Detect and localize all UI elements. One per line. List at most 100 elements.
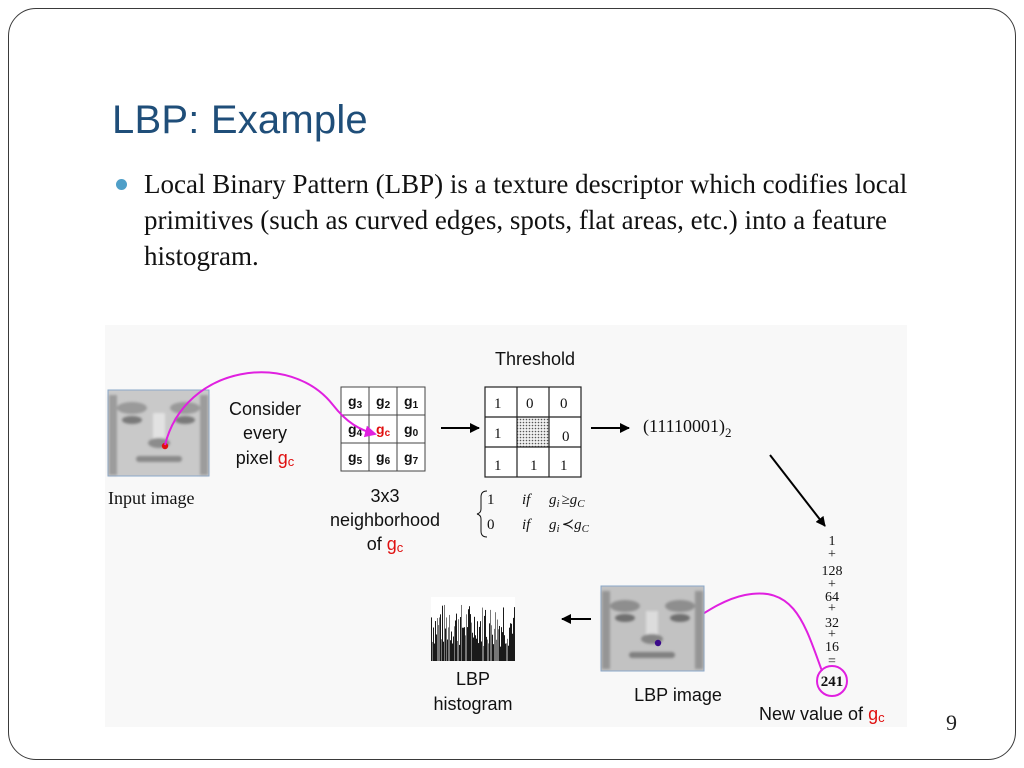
neighborhood-caption-3: of gc (367, 534, 404, 555)
histogram-bar (491, 625, 492, 661)
histogram-bar (453, 636, 454, 661)
histogram-bar (482, 607, 483, 661)
neighborhood-caption-2: neighborhood (330, 510, 440, 530)
histogram-bar (460, 617, 461, 661)
lbp-figure: Input image Consider every pixel gc g3 g… (105, 325, 907, 727)
histogram-bar (475, 635, 476, 661)
sum-item-8: 16 (825, 640, 839, 655)
histogram-bar (498, 629, 499, 661)
lbp-diagram: Input image Consider every pixel gc g3 g… (107, 349, 885, 725)
result-circle (816, 665, 848, 697)
histogram-bar (457, 641, 458, 661)
neighborhood-caption: 3x3 neighborhood of gc (330, 486, 440, 555)
threshold-cell-5: 0 (562, 429, 570, 445)
neighborhood-caption-1: 3x3 (370, 486, 399, 506)
histogram-bar (495, 612, 496, 661)
histogram-bar (510, 623, 511, 661)
histogram-bar (459, 644, 460, 661)
histogram-bar (493, 644, 494, 661)
histogram-bar (485, 609, 486, 661)
neighbor-cell-g0: g0 (404, 421, 419, 439)
histogram-bar (477, 621, 478, 661)
sum-item-1: + (828, 547, 836, 562)
neighbor-cell-g2: g2 (376, 393, 391, 411)
histogram-bar (502, 632, 503, 661)
sum-item-0: 1 (829, 534, 836, 549)
bullet-dot (116, 179, 127, 190)
histogram-bar (458, 619, 459, 661)
histogram-bar (480, 621, 481, 661)
histogram-bar (473, 637, 474, 661)
arrow-to-sum (769, 454, 826, 527)
histogram-bar (472, 632, 473, 661)
histogram-bar (435, 621, 436, 661)
histogram-bar (445, 628, 446, 661)
sum-item-7: + (828, 627, 836, 642)
page-number: 9 (946, 710, 957, 735)
histogram-bar (438, 625, 439, 661)
histogram-bar (443, 641, 444, 661)
histogram-bar (505, 643, 506, 661)
histogram-bar (492, 634, 493, 661)
threshold-cell-6: 1 (494, 458, 502, 474)
histogram-bar (507, 638, 508, 661)
histogram-bar (454, 626, 455, 661)
histogram-bar (447, 639, 448, 661)
neighborhood-grid: g3 g2 g1 g4 gc g0 g5 g6 g7 (340, 386, 426, 472)
threshold-center-cell (517, 417, 549, 447)
histogram-bar (439, 617, 440, 661)
binary-code: (11110001)2 (643, 416, 731, 440)
histogram-bar (467, 627, 468, 661)
histogram-bar (442, 605, 443, 661)
sum-item-3: + (828, 577, 836, 592)
histogram-bar (494, 628, 495, 661)
histogram-bar (479, 626, 480, 661)
lbp-histogram (431, 597, 515, 661)
neighbor-cell-g3: g3 (348, 393, 363, 411)
lbp-image-caption: LBP image (634, 685, 722, 705)
histogram-bar (486, 636, 487, 661)
histogram-bar (456, 613, 457, 661)
histogram-bar (470, 614, 471, 661)
consider-line-1: Consider (229, 399, 301, 419)
histogram-bar (463, 627, 464, 661)
threshold-cell-7: 1 (530, 458, 538, 474)
consider-label: Consider every pixel gc (229, 399, 301, 469)
histogram-bar (464, 627, 465, 661)
histogram-bar (448, 627, 449, 661)
neighbor-cell-g6: g6 (376, 449, 391, 467)
histogram-bar (483, 645, 484, 661)
histogram-bar (440, 614, 441, 661)
consider-line-3: pixel gc (236, 448, 295, 469)
input-pixel-marker (161, 442, 169, 450)
histogram-bar (450, 640, 451, 661)
histogram-bar (490, 609, 491, 661)
histogram-bar (441, 639, 442, 661)
lbp-face-image (600, 585, 705, 672)
neighbor-cell-g4: g4 (348, 421, 363, 439)
histogram-bar (506, 643, 507, 661)
result-value: 241 (821, 674, 844, 690)
histogram-bar (446, 617, 447, 661)
histogram-bar (434, 643, 435, 661)
histogram-bar (508, 645, 509, 661)
histogram-bar (489, 623, 490, 661)
histogram-bar (462, 627, 463, 661)
histogram-bar (504, 635, 505, 661)
histogram-bar (503, 607, 504, 661)
neighbor-cell-g1: g1 (404, 393, 419, 411)
sum-item-2: 128 (822, 564, 843, 579)
histogram-bar (499, 625, 500, 661)
histogram-bar (433, 627, 434, 661)
histogram-bar (432, 641, 433, 661)
new-value-label: New value of gc (759, 704, 885, 725)
histogram-bar (466, 614, 467, 661)
histogram-bar (511, 623, 512, 661)
neighbor-cell-g7: g7 (404, 449, 419, 467)
histogram-bar (476, 638, 477, 661)
threshold-cell-1: 0 (526, 396, 534, 412)
histogram-bar (468, 609, 469, 661)
histogram-bar (471, 622, 472, 661)
